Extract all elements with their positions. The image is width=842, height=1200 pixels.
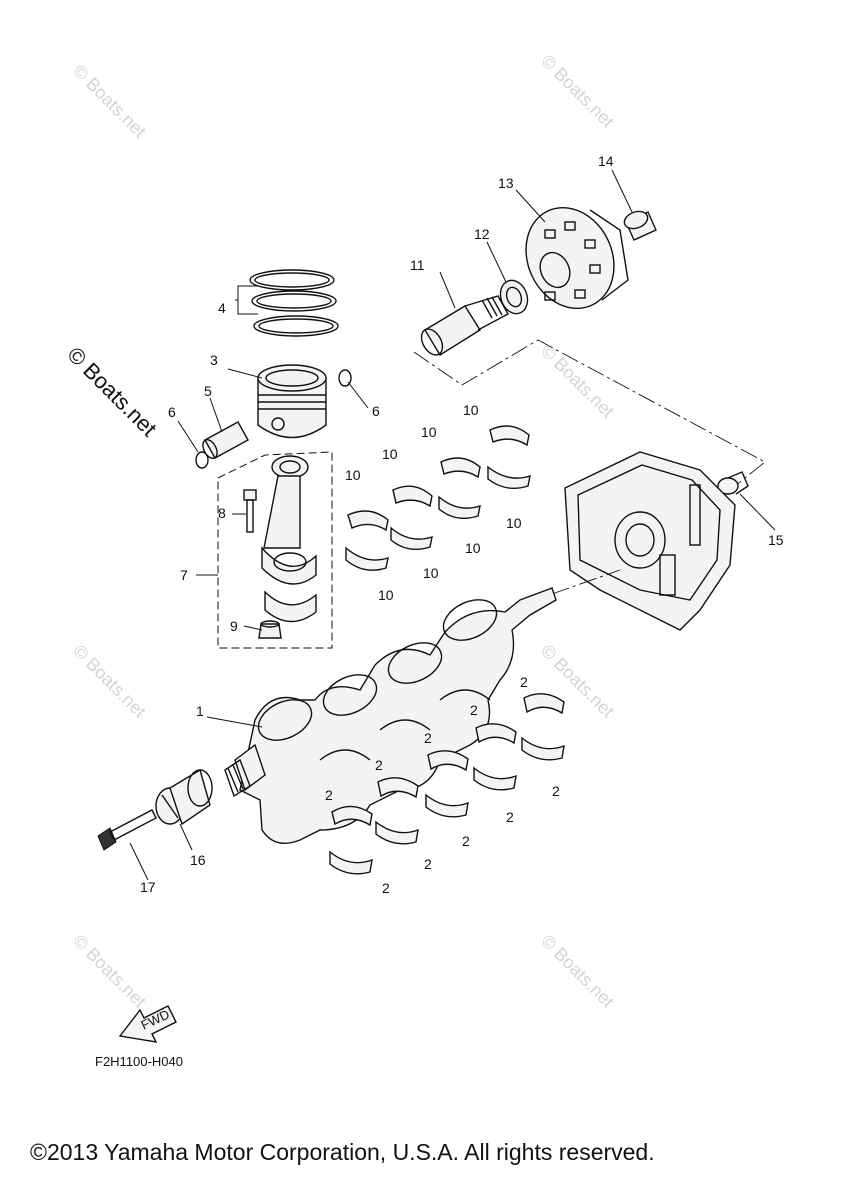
callout-2: 2 <box>382 880 390 896</box>
callout-4: 4 <box>218 300 226 316</box>
copyright-notice: ©2013 Yamaha Motor Corporation, U.S.A. A… <box>30 1139 655 1165</box>
callout-10: 10 <box>463 402 479 418</box>
coupling-shaft <box>420 295 509 356</box>
bushing <box>717 471 749 495</box>
figure-code: F2H1100-H040 <box>95 1054 183 1069</box>
callout-13: 13 <box>498 175 514 191</box>
watermark-large: © Boats.net <box>62 342 161 441</box>
callout-2: 2 <box>325 787 333 803</box>
rod-bolt <box>243 489 257 533</box>
connecting-rod <box>261 455 317 585</box>
coupler <box>525 206 629 310</box>
crankshaft <box>224 587 557 844</box>
callout-2: 2 <box>520 674 528 690</box>
callout-16: 16 <box>190 852 206 868</box>
circlip <box>195 451 209 469</box>
washer <box>499 279 529 315</box>
crankcase-housing <box>564 451 736 631</box>
alignment-line <box>413 339 766 491</box>
callout-17: 17 <box>140 879 156 895</box>
watermark: © Boats.net <box>537 341 618 422</box>
watermark: © Boats.net <box>69 641 150 722</box>
crank-bolt <box>97 809 157 851</box>
callout-2: 2 <box>552 783 560 799</box>
callout-10: 10 <box>382 446 398 462</box>
watermark: © Boats.net <box>69 61 150 142</box>
callout-6: 6 <box>168 404 176 420</box>
callout-7: 7 <box>180 567 188 583</box>
piston-rings <box>249 269 339 337</box>
main-bearings <box>329 693 565 875</box>
connecting-rod-group-box <box>217 451 333 649</box>
fwd-arrow-icon: FWD <box>118 1005 177 1043</box>
callout-2: 2 <box>375 757 383 773</box>
callout-2: 2 <box>470 702 478 718</box>
callout-10: 10 <box>345 467 361 483</box>
rod-nut <box>258 620 282 639</box>
damper <box>623 210 657 241</box>
alignment-line <box>551 569 621 595</box>
callout-10: 10 <box>378 587 394 603</box>
callout-1: 1 <box>196 703 204 719</box>
piston-pin <box>202 421 249 459</box>
callout-9: 9 <box>230 618 238 634</box>
callout-14: 14 <box>598 153 614 169</box>
callout-2: 2 <box>424 856 432 872</box>
watermark: © Boats.net <box>69 931 150 1012</box>
connecting-rod-cap <box>264 590 317 623</box>
flywheel-coupling <box>155 768 213 826</box>
callout-6: 6 <box>372 403 380 419</box>
watermark: © Boats.net <box>537 51 618 132</box>
callout-2: 2 <box>506 809 514 825</box>
watermark: © Boats.net <box>537 931 618 1012</box>
callout-3: 3 <box>210 352 218 368</box>
callout-10: 10 <box>423 565 439 581</box>
callout-8: 8 <box>218 505 226 521</box>
callout-15: 15 <box>768 532 784 548</box>
callout-12: 12 <box>474 226 490 242</box>
callouts: 1 2 2 2 2 2 2 2 2 2 2 3 4 5 6 6 7 8 9 10… <box>140 153 784 896</box>
callout-10: 10 <box>506 515 522 531</box>
leader-lines <box>129 169 776 881</box>
piston <box>257 364 327 439</box>
callout-2: 2 <box>462 833 470 849</box>
conrod-bearings <box>345 425 531 571</box>
circlip <box>338 369 352 387</box>
callout-10: 10 <box>421 424 437 440</box>
callout-10: 10 <box>465 540 481 556</box>
callout-2: 2 <box>424 730 432 746</box>
watermark: © Boats.net <box>537 641 618 722</box>
callout-11: 11 <box>410 257 425 273</box>
callout-5: 5 <box>204 383 212 399</box>
